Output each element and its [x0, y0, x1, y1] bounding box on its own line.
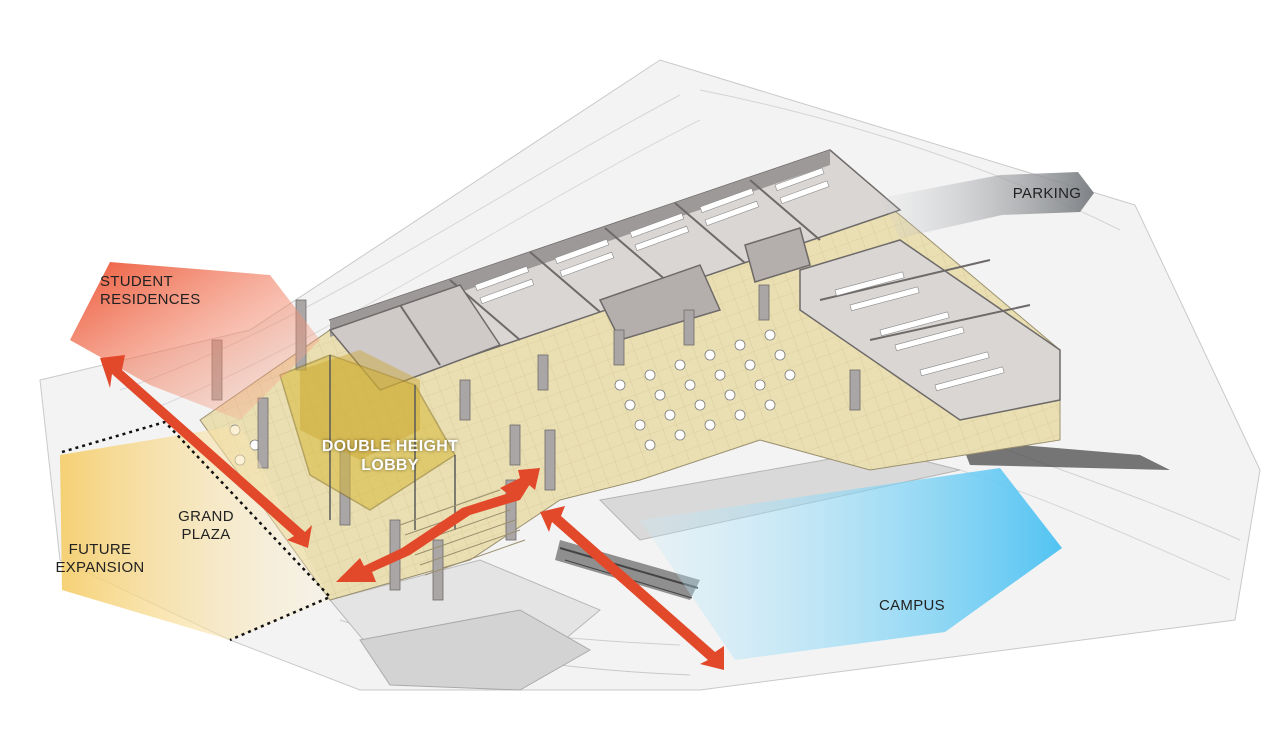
- circulation-arrows: [100, 355, 724, 670]
- future-expansion-zone: [60, 425, 330, 640]
- campus-label: CAMPUS: [879, 597, 945, 614]
- parking-arrow: [880, 172, 1094, 238]
- double-height-lobby-label: DOUBLE HEIGHT LOBBY: [321, 438, 459, 474]
- lobby-stair-arrow-up: [500, 468, 540, 494]
- campus-zone: [640, 468, 1062, 660]
- student-residences-zone: [70, 262, 320, 420]
- parking-label: PARKING: [1012, 185, 1082, 202]
- campus-circulation-arrow: [540, 506, 724, 670]
- lobby-stair-arrow-down: [336, 468, 540, 582]
- double-height-lobby-zone: [279, 350, 457, 530]
- dining-tables: [229, 329, 796, 466]
- grand-plaza-label: GRAND PLAZA: [178, 508, 234, 543]
- future-expansion-label: FUTURE EXPANSION: [55, 541, 145, 576]
- residence-circulation-arrow: [100, 355, 312, 548]
- student-residences-label: STUDENT RESIDENCES: [100, 273, 201, 308]
